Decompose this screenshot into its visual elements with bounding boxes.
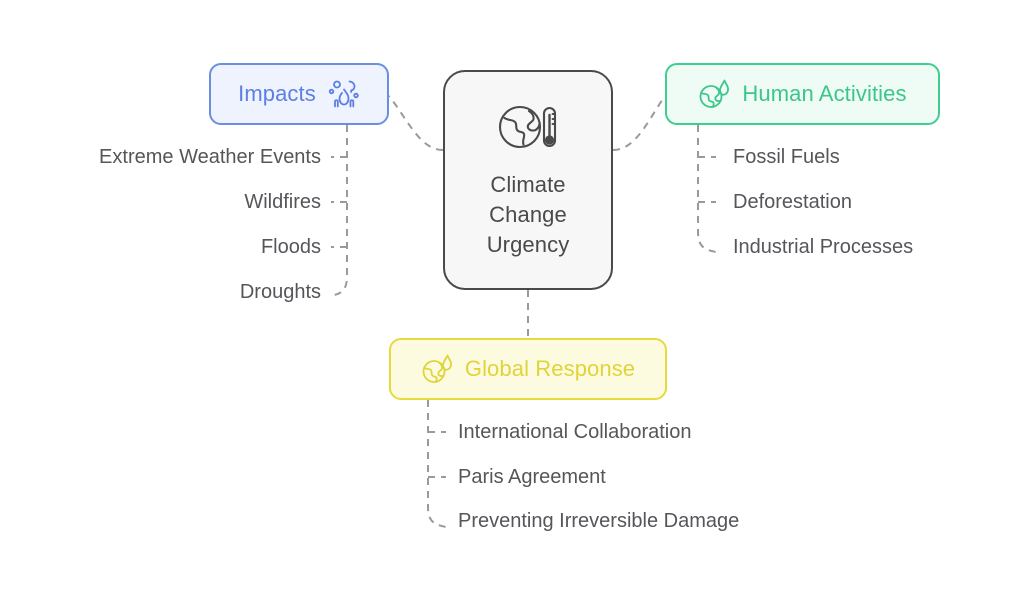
center-node-line-3: Urgency [486, 232, 570, 257]
leaf-impacts-3: Floods [260, 236, 321, 258]
branch-node-human-activities[interactable]: Human Activities [665, 63, 940, 125]
center-node-line-2: Change [489, 202, 567, 227]
leaf-impacts-4: Droughts [239, 281, 321, 303]
globe-thermometer-icon [498, 105, 557, 149]
leaf-human-1: Fossil Fuels [733, 146, 840, 168]
leaf-human-2: Deforestation [733, 191, 852, 213]
leaf-global-1: International Collaboration [458, 421, 692, 443]
connector-center-impacts [388, 95, 444, 151]
connector-human-trunk [697, 125, 717, 253]
globe-flame-icon [422, 354, 452, 383]
branch-node-global-response[interactable]: Global Response [389, 338, 667, 400]
globe-flame-icon [699, 79, 730, 108]
center-node-label: Climate Change Urgency [487, 170, 570, 260]
branch-label-human-activities: Human Activities [742, 81, 907, 106]
fire-droplets-icon [328, 80, 359, 108]
leaf-impacts-1: Extreme Weather Events [99, 146, 321, 168]
branch-node-impacts[interactable]: Impacts [209, 63, 389, 125]
branch-label-global-response: Global Response [464, 356, 636, 381]
connector-impacts-trunk [329, 125, 348, 297]
branch-label-impacts: Impacts [238, 81, 316, 106]
center-node[interactable]: Climate Change Urgency [443, 70, 613, 290]
leaf-impacts-2: Wildfires [244, 191, 321, 213]
leaf-human-3: Industrial Processes [733, 236, 914, 258]
connector-center-human [612, 95, 666, 151]
connector-global-trunk [427, 400, 447, 528]
center-node-line-1: Climate [490, 172, 566, 197]
leaf-global-2: Paris Agreement [458, 466, 606, 488]
leaf-global-3: Preventing Irreversible Damage [458, 510, 740, 532]
